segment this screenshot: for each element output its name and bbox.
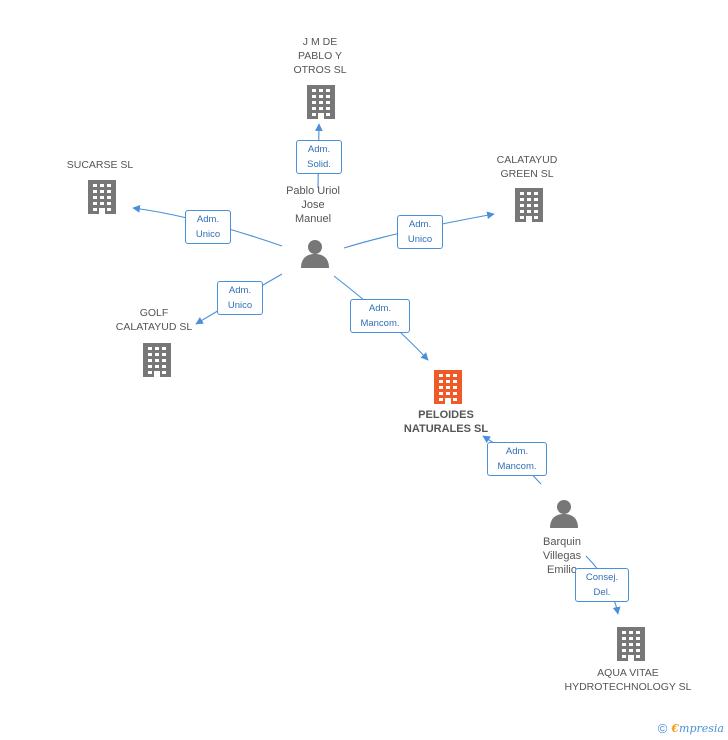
role-box-sucarse: Adm.Unico: [185, 210, 231, 244]
role-box-aqua: Consej.Del.: [575, 568, 629, 602]
building-icon-peloides: [434, 370, 462, 404]
role-box-peloides-barquin: Adm.Mancom.: [487, 442, 547, 476]
role-box-jm: Adm.Solid.: [296, 140, 342, 174]
brand-logo: €mpresia: [671, 722, 724, 735]
building-icon-calatayud-green: [515, 188, 543, 222]
role-box-golf: Adm.Unico: [217, 281, 263, 315]
building-icon-golf: [143, 343, 171, 377]
building-icon-jm: [307, 85, 335, 119]
role-box-calatayud-green: Adm.Unico: [397, 215, 443, 249]
node-label-sucarse[interactable]: SUCARSE SL: [66, 159, 134, 171]
person-icon-pablo: [301, 240, 329, 268]
person-icon-barquin: [550, 500, 578, 528]
copyright-symbol: ©: [657, 721, 668, 736]
building-icon-aqua: [617, 627, 645, 661]
role-box-peloides-pablo: Adm.Mancom.: [350, 299, 410, 333]
footer-brand[interactable]: © €mpresia: [658, 721, 724, 736]
building-icon-sucarse: [88, 180, 116, 214]
